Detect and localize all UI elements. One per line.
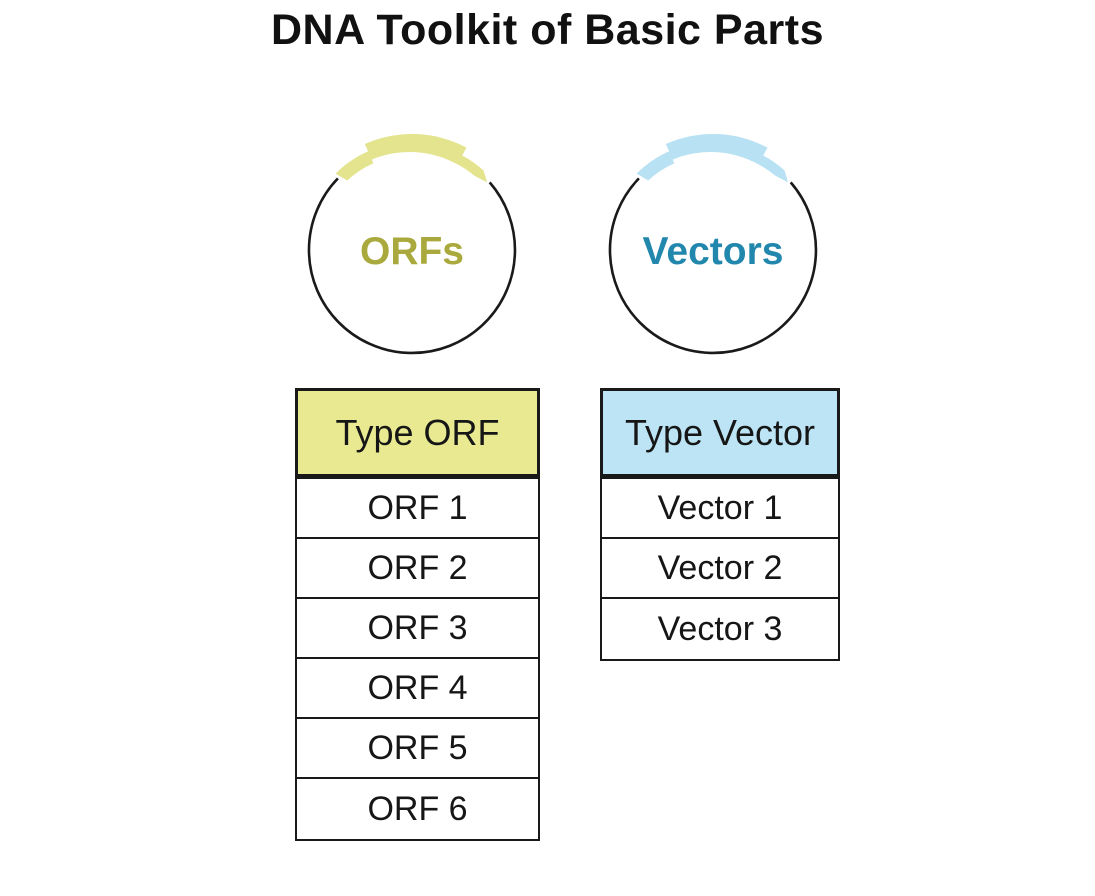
table-row: ORF 4 [297,659,538,719]
vector-table: Type Vector Vector 1 Vector 2 Vector 3 [600,388,840,661]
table-header: Type Vector [600,388,840,477]
table-row: ORF 3 [297,599,538,659]
plasmid-circle [608,177,818,355]
plasmid-circle [307,177,517,355]
table-header: Type ORF [295,388,540,477]
gene-arrow-band [335,133,488,183]
plasmid-orfs-diagram: ORFs [307,133,517,355]
plasmid-vectors-diagram: Vectors [608,133,818,355]
figure-title: DNA Toolkit of Basic Parts [271,6,824,54]
orf-table-rows: ORF 1 ORF 2 ORF 3 ORF 4 ORF 5 ORF 6 [295,477,540,841]
gene-arrow-band [636,133,789,183]
table-row: ORF 2 [297,539,538,599]
vector-table-rows: Vector 1 Vector 2 Vector 3 [600,477,840,661]
table-row: ORF 1 [297,479,538,539]
table-row: Vector 3 [602,599,838,659]
table-row: ORF 5 [297,719,538,779]
plasmid-label: ORFs [360,230,464,273]
table-row: Vector 1 [602,479,838,539]
orf-table: Type ORF ORF 1 ORF 2 ORF 3 ORF 4 ORF 5 O… [295,388,540,841]
table-row: ORF 6 [297,779,538,839]
plasmid-label: Vectors [643,230,784,273]
table-row: Vector 2 [602,539,838,599]
